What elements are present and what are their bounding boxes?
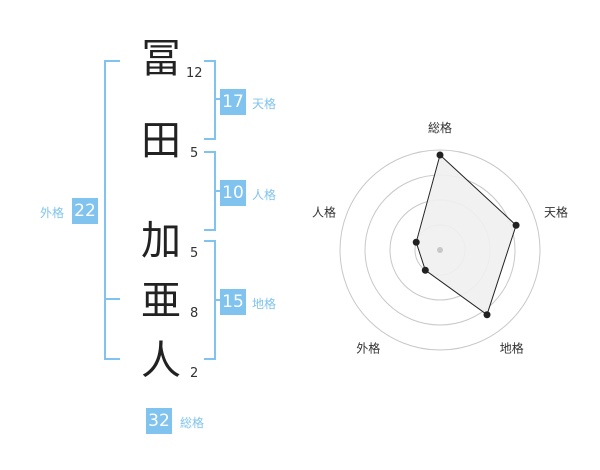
tenkaku-tick	[214, 98, 220, 100]
radar-axis-label-2: 天格	[544, 204, 568, 219]
stroke-count-1: 12	[186, 66, 203, 81]
radar-axis-label-1: 総格	[428, 120, 452, 135]
chikaku-value: 15	[220, 289, 246, 315]
gaikaku-bracket-tick	[104, 298, 120, 300]
jinkaku-value: 10	[220, 180, 246, 206]
radar-point-1	[436, 151, 444, 159]
gaikaku-value: 22	[72, 198, 98, 224]
stroke-count-3: 5	[190, 246, 199, 261]
radar-axis-label-5: 人格	[312, 204, 336, 219]
name-char-1: 冨	[141, 36, 181, 82]
tenkaku-value: 17	[220, 89, 246, 115]
tenkaku-bracket	[204, 60, 216, 140]
radar-axis-label-4: 外格	[356, 341, 380, 356]
radar-axis-label-3: 地格	[500, 341, 524, 356]
radar-point-4	[421, 266, 429, 274]
soukaku-value: 32	[146, 408, 172, 434]
stroke-count-5: 2	[190, 366, 199, 381]
jinkaku-label: 人格	[252, 188, 277, 202]
tenkaku-label: 天格	[252, 97, 277, 111]
name-char-3: 加	[141, 218, 181, 264]
stroke-count-4: 8	[190, 306, 199, 321]
chikaku-label: 地格	[252, 297, 277, 311]
radar-point-2	[512, 221, 520, 229]
radar-center-dot	[437, 247, 443, 253]
name-char-4: 亜	[141, 278, 181, 324]
gaikaku-bracket	[104, 60, 120, 360]
jinkaku-tick	[214, 190, 220, 192]
soukaku-label: 総格	[180, 416, 205, 430]
gaikaku-label: 外格	[40, 206, 65, 220]
chikaku-tick	[214, 299, 220, 301]
radar-point-5	[412, 238, 420, 246]
name-char-2: 田	[141, 118, 181, 164]
name-char-5: 人	[141, 338, 181, 384]
radar-series-area	[415, 154, 517, 316]
stroke-count-2: 5	[190, 146, 199, 161]
radar-point-3	[483, 311, 491, 319]
radar-grid-ring-4	[339, 149, 541, 351]
